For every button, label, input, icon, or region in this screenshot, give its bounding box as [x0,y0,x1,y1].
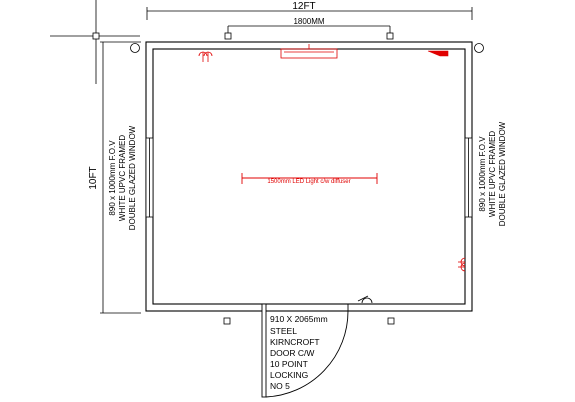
socket-symbol-right [458,257,466,272]
led-light-fitting [241,173,378,184]
heater-symbol [280,44,338,59]
door [261,303,349,398]
left-window-label: 890 x 1000mm F.O.V WHITE UPVC FRAMED DOU… [108,125,137,230]
svg-text:DOUBLE GLAZED WINDOW: DOUBLE GLAZED WINDOW [128,125,137,230]
width-dimension [146,7,473,20]
svg-text:STEEL: STEEL [270,326,297,336]
crosshair-cursor-icon [50,0,140,84]
consumer-unit-symbol [427,50,449,57]
svg-text:910 X 2065mm: 910 X 2065mm [270,314,328,324]
led-light-label: 1500mm LED Light c/w diffuser [267,179,350,185]
svg-text:890 x 1000mm F.O.V: 890 x 1000mm F.O.V [108,140,117,216]
bottom-markers [223,317,395,325]
svg-text:KIRNCROFT: KIRNCROFT [270,337,320,347]
corner-posts [130,43,484,53]
right-window [464,137,473,218]
building-walls [145,41,473,312]
svg-text:WHITE UPVC FRAMED: WHITE UPVC FRAMED [488,131,497,217]
right-window-label: 890 x 1000mm F.O.V WHITE UPVC FRAMED DOU… [478,121,507,226]
svg-text:DOUBLE GLAZED WINDOW: DOUBLE GLAZED WINDOW [498,121,507,226]
width-dimension-label: 12FT [292,1,315,12]
svg-text:LOCKING: LOCKING [270,370,308,380]
light-switch-symbol [357,295,373,304]
svg-text:WHITE UPVC FRAMED: WHITE UPVC FRAMED [118,135,127,221]
svg-text:DOOR C/W: DOOR C/W [270,348,314,358]
window-span-dimension [224,25,394,40]
window-span-label: 1800MM [293,17,324,26]
height-dimension [100,41,141,314]
height-dimension-label: 10FT [88,166,99,189]
door-label: 910 X 2065mm STEEL KIRNCROFT DOOR C/W 10… [270,314,328,391]
svg-text:890 x 1000mm F.O.V: 890 x 1000mm F.O.V [478,136,487,212]
left-window [145,137,154,218]
svg-text:10 POINT: 10 POINT [270,359,308,369]
socket-symbol-top-left [198,51,213,62]
svg-text:NO 5: NO 5 [270,381,290,391]
